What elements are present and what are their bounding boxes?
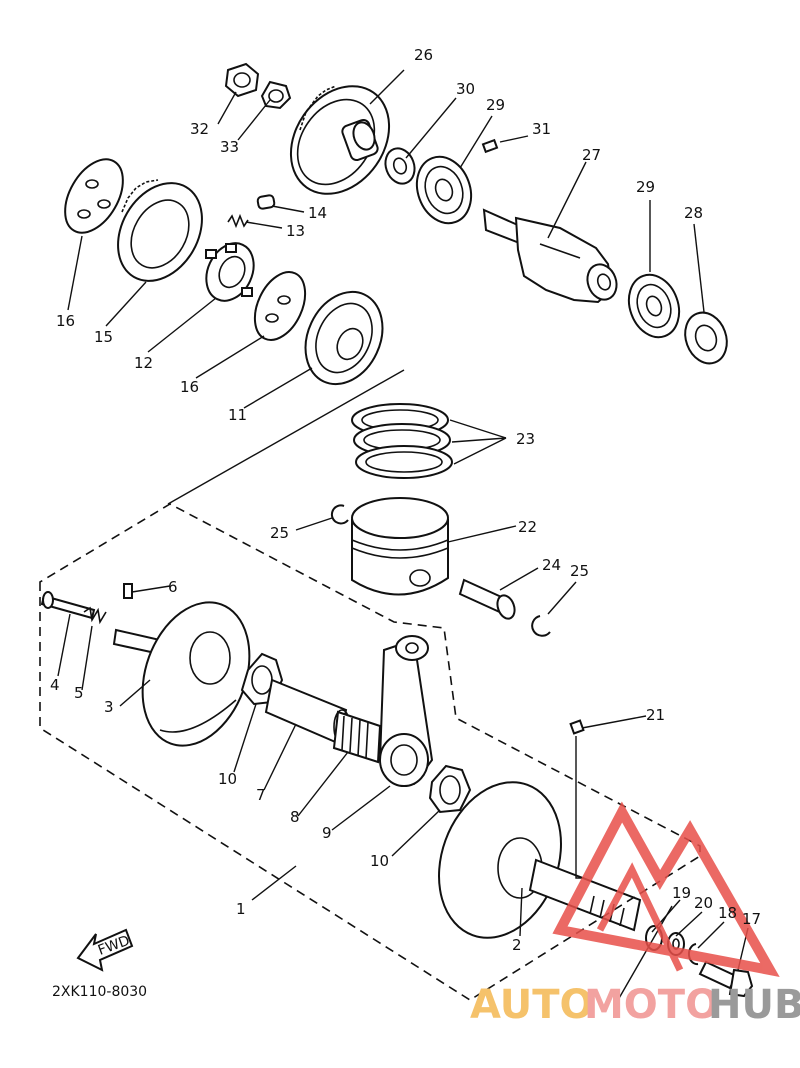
callout-15: 15 <box>94 328 113 346</box>
part-21-key <box>569 719 585 735</box>
part-6-key <box>123 583 133 599</box>
callout-5: 5 <box>74 684 84 702</box>
callout-17: 17 <box>742 910 761 928</box>
part-30-washer <box>384 147 416 185</box>
part-11-bearing <box>304 290 384 386</box>
part-25-circlip-upper <box>330 504 349 525</box>
callout-12: 12 <box>134 354 153 372</box>
callout-11: 11 <box>228 406 247 424</box>
callout-31: 31 <box>532 120 551 138</box>
callout-25b: 25 <box>570 562 589 580</box>
callout-9: 9 <box>322 824 332 842</box>
part-16-plate-left <box>64 158 124 234</box>
part-15-gear <box>117 179 203 282</box>
callout-23: 23 <box>516 430 535 448</box>
part-22-piston <box>351 497 449 596</box>
callout-3: 3 <box>104 698 114 716</box>
part-8-needle-bearing <box>332 710 382 764</box>
part-5-spring <box>83 606 107 625</box>
callout-33: 33 <box>220 138 239 156</box>
part-24-piston-pin <box>458 578 516 620</box>
drawing-code: 2XK110-8030 <box>52 984 147 1000</box>
callout-18: 18 <box>718 904 737 922</box>
watermark-text: AUTO MOTO HUB <box>470 982 800 1028</box>
callout-2: 2 <box>512 936 522 954</box>
callout-30: 30 <box>456 80 475 98</box>
part-26-drive-gear <box>289 85 391 195</box>
watermark-hub: HUB <box>708 982 800 1028</box>
watermark-logo <box>552 801 780 977</box>
part-4-bolt <box>40 591 96 620</box>
part-12-hub <box>205 242 255 302</box>
callout-16b: 16 <box>180 378 199 396</box>
callout-27: 27 <box>582 146 601 164</box>
callout-21: 21 <box>646 706 665 724</box>
part-25-circlip-lower <box>531 615 551 637</box>
callout-14: 14 <box>308 204 327 222</box>
part-29-bearing-right <box>627 273 681 339</box>
part-32-nut <box>224 62 260 98</box>
fwd-label: FWD <box>96 933 132 959</box>
callout-20: 20 <box>694 894 713 912</box>
watermark-moto: MOTO <box>584 982 719 1028</box>
part-17-bolt <box>698 960 754 998</box>
part-28-oil-seal <box>684 311 728 365</box>
callout-28: 28 <box>684 204 703 222</box>
callout-16a: 16 <box>56 312 75 330</box>
part-27-balancer-shaft <box>482 208 618 304</box>
callout-32: 32 <box>190 120 209 138</box>
callout-25a: 25 <box>270 524 289 542</box>
part-10-washer-right <box>428 764 472 814</box>
part-16-plate-center <box>253 271 307 341</box>
callout-22: 22 <box>518 518 537 536</box>
part-3-crank-left <box>112 601 251 747</box>
callout-4: 4 <box>50 676 60 694</box>
crankshaft-assembly-outline <box>39 503 701 1001</box>
callout-24: 24 <box>542 556 561 574</box>
part-13-spring <box>227 213 249 229</box>
callout-10b: 10 <box>370 852 389 870</box>
watermark-auto: AUTO <box>470 982 594 1028</box>
callout-29a: 29 <box>486 96 505 114</box>
callout-19: 19 <box>672 884 691 902</box>
part-31-key <box>481 138 499 154</box>
part-29-bearing-upper <box>415 155 473 225</box>
callout-7: 7 <box>256 786 266 804</box>
callout-6: 6 <box>168 578 178 596</box>
part-23-piston-rings <box>351 403 453 479</box>
callout-26: 26 <box>414 46 433 64</box>
leader-lines <box>57 69 749 1001</box>
callout-8: 8 <box>290 808 300 826</box>
callout-10a: 10 <box>218 770 237 788</box>
fwd-arrow: FWD <box>76 928 134 972</box>
part-9-connecting-rod <box>378 635 434 787</box>
callout-29b: 29 <box>636 178 655 196</box>
callout-13: 13 <box>286 222 305 240</box>
part-14-plunger <box>256 194 276 210</box>
callout-1: 1 <box>236 900 246 918</box>
